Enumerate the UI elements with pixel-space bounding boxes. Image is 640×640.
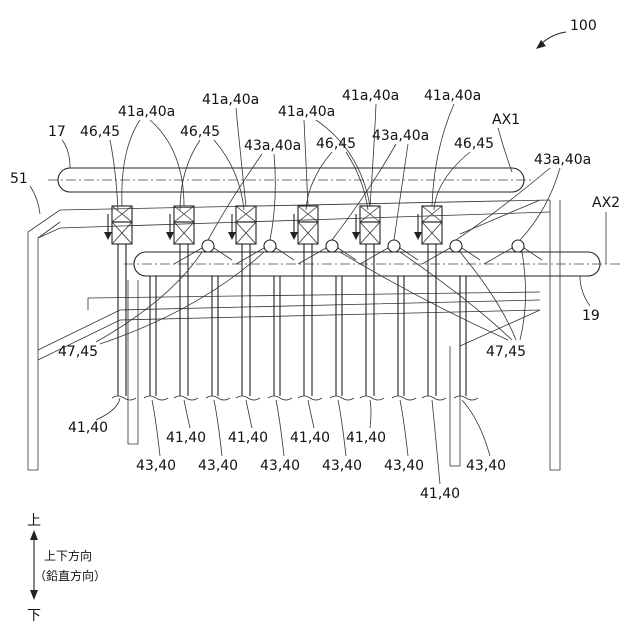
ref-19-label: 19 <box>582 308 600 324</box>
lower-rod-19 <box>124 252 620 276</box>
label-4140-3: 41,40 <box>228 430 268 446</box>
label-4340-1: 43,40 <box>136 458 176 474</box>
axis-ax2-label: AX2 <box>592 195 620 211</box>
ref-100-label: 100 <box>570 18 597 34</box>
label-4140-6: 41,40 <box>420 486 460 502</box>
label-4340-2: 43,40 <box>198 458 238 474</box>
strings-41 <box>118 244 436 396</box>
label-41a40a-1: 41a,40a <box>118 104 175 120</box>
label-4340-3: 43,40 <box>260 458 300 474</box>
ref-51-label: 51 <box>10 171 28 187</box>
label-43a40a-2: 43a,40a <box>372 128 429 144</box>
break-marks <box>112 396 478 400</box>
label-4645-3: 46,45 <box>316 136 356 152</box>
label-4645-2: 46,45 <box>180 124 220 140</box>
label-4340-6: 43,40 <box>466 458 506 474</box>
label-4140-4: 41,40 <box>290 430 330 446</box>
leaders-4745 <box>96 252 526 344</box>
label-41a40a-5: 41a,40a <box>424 88 481 104</box>
label-4745-right: 47,45 <box>486 344 526 360</box>
label-41a40a-3: 41a,40a <box>278 104 335 120</box>
label-4745-left: 47,45 <box>58 344 98 360</box>
label-4140-5: 41,40 <box>346 430 386 446</box>
ref-17-label: 17 <box>48 124 66 140</box>
ref-100-leader <box>541 32 566 44</box>
ref-17-leader <box>62 140 70 168</box>
ref-51-leader <box>30 186 40 214</box>
label-4140-1: 41,40 <box>68 420 108 436</box>
ref-19-leader <box>580 276 590 306</box>
label-41a40a-4: 41a,40a <box>342 88 399 104</box>
label-4340-5: 43,40 <box>384 458 424 474</box>
ax1-leader <box>498 128 512 172</box>
dir-down-label: 下 <box>27 608 41 624</box>
dir-caption-1: 上下方向 <box>44 548 92 563</box>
label-43a40a-1: 43a,40a <box>244 138 301 154</box>
dir-arrow-down-head <box>30 590 38 600</box>
dir-arrow-up-head <box>30 530 38 540</box>
dir-caption-2: （鉛直方向） <box>34 568 106 583</box>
label-4645-1: 46,45 <box>80 124 120 140</box>
label-41a40a-2: 41a,40a <box>202 92 259 108</box>
upper-rod-17 <box>48 168 532 192</box>
label-4340-4: 43,40 <box>322 458 362 474</box>
label-4140-2: 41,40 <box>166 430 206 446</box>
label-4645-4: 46,45 <box>454 136 494 152</box>
dir-up-label: 上 <box>27 513 41 529</box>
label-43a40a-3: 43a,40a <box>534 152 591 168</box>
axis-ax1-label: AX1 <box>492 112 520 128</box>
